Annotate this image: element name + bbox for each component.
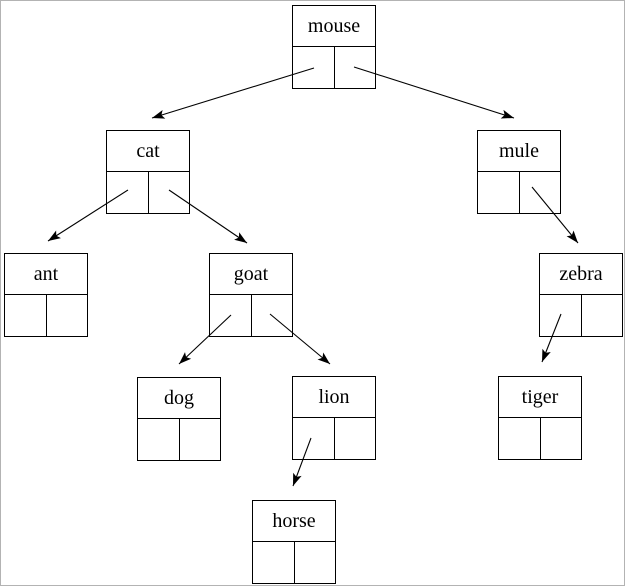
node-label: mouse — [293, 6, 375, 47]
left-pointer-cell — [210, 295, 252, 337]
node-label: goat — [210, 254, 292, 295]
node-label: horse — [253, 501, 335, 542]
pointer-cells — [210, 295, 292, 337]
left-pointer-cell — [499, 418, 541, 460]
node-label: tiger — [499, 377, 581, 418]
tree-node-lion: lion — [292, 376, 376, 460]
tree-node-goat: goat — [209, 253, 293, 337]
node-label: mule — [478, 131, 560, 172]
right-pointer-cell — [335, 47, 376, 89]
node-label: ant — [5, 254, 87, 295]
pointer-cells — [138, 419, 220, 461]
tree-node-horse: horse — [252, 500, 336, 584]
left-pointer-cell — [138, 419, 180, 461]
pointer-cells — [293, 47, 375, 89]
tree-node-ant: ant — [4, 253, 88, 337]
node-label: dog — [138, 378, 220, 419]
left-pointer-cell — [5, 295, 47, 337]
right-pointer-cell — [335, 418, 376, 460]
tree-node-mule: mule — [477, 130, 561, 214]
pointer-cells — [5, 295, 87, 337]
node-label: lion — [293, 377, 375, 418]
pointer-cells — [253, 542, 335, 584]
right-pointer-cell — [47, 295, 88, 337]
left-pointer-cell — [293, 47, 335, 89]
right-pointer-cell — [295, 542, 336, 584]
left-pointer-cell — [293, 418, 335, 460]
pointer-cells — [499, 418, 581, 460]
right-pointer-cell — [149, 172, 190, 214]
right-pointer-cell — [582, 295, 623, 337]
edge-arrow-mouse-mule — [353, 66, 515, 119]
right-pointer-cell — [541, 418, 582, 460]
tree-node-mouse: mouse — [292, 5, 376, 89]
edge-arrow-mouse-cat — [151, 67, 315, 119]
right-pointer-cell — [520, 172, 561, 214]
tree-node-tiger: tiger — [498, 376, 582, 460]
pointer-cells — [478, 172, 560, 214]
right-pointer-cell — [180, 419, 221, 461]
tree-node-cat: cat — [106, 130, 190, 214]
pointer-cells — [107, 172, 189, 214]
tree-node-zebra: zebra — [539, 253, 623, 337]
pointer-cells — [540, 295, 622, 337]
pointer-cells — [293, 418, 375, 460]
left-pointer-cell — [107, 172, 149, 214]
left-pointer-cell — [478, 172, 520, 214]
left-pointer-cell — [253, 542, 295, 584]
tree-node-dog: dog — [137, 377, 221, 461]
node-label: cat — [107, 131, 189, 172]
right-pointer-cell — [252, 295, 293, 337]
left-pointer-cell — [540, 295, 582, 337]
node-label: zebra — [540, 254, 622, 295]
